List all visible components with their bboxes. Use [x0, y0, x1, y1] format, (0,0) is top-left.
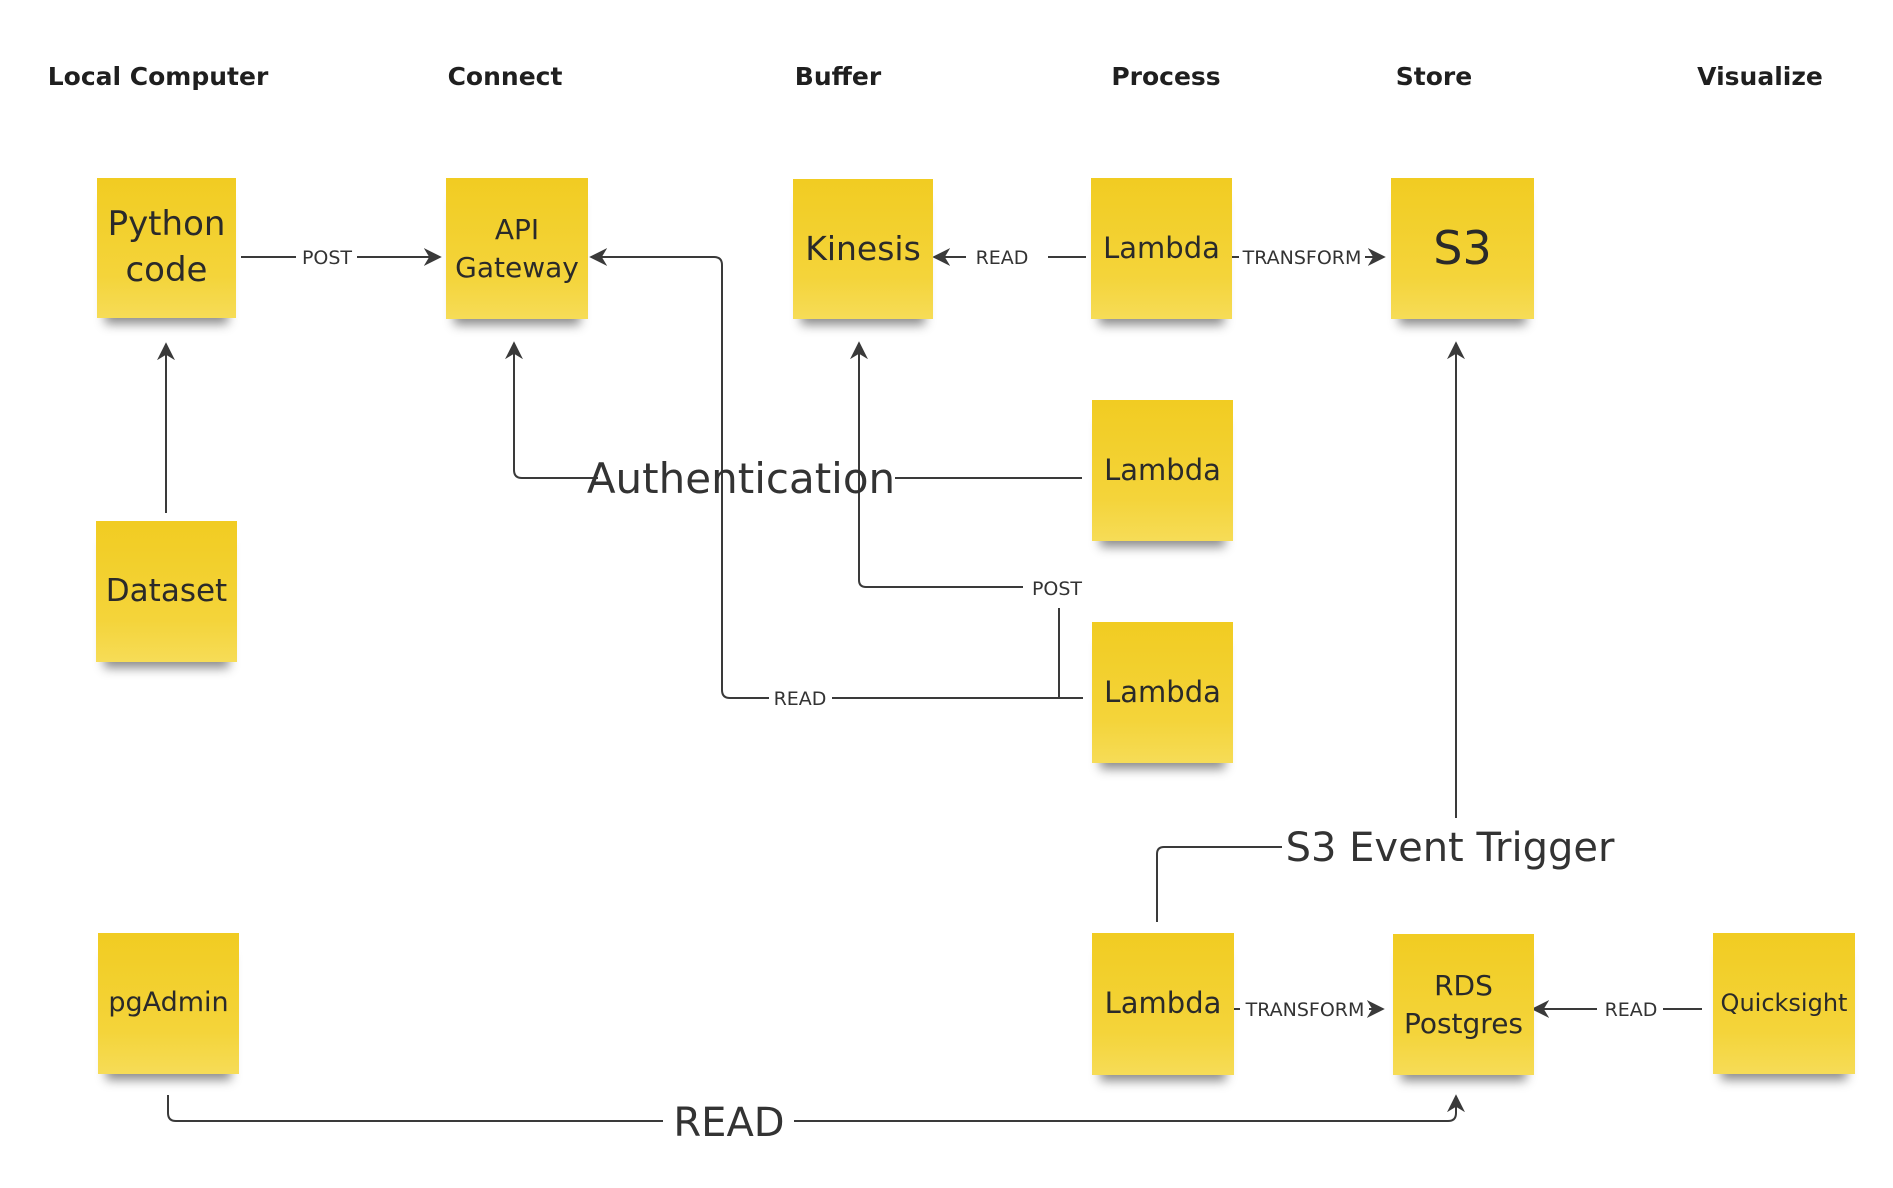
sticky-lambda-top-label: Lambda: [1103, 230, 1220, 265]
label-transform-lambda-rds: TRANSFORM: [1245, 999, 1365, 1021]
edge-post-lambda-kinesis: [1058, 608, 1083, 699]
sticky-lambda-top[interactable]: Lambda: [1091, 178, 1232, 319]
sticky-lambda-bottom-label: Lambda: [1104, 986, 1222, 1021]
label-authentication: Authentication: [587, 454, 895, 503]
header-connect: Connect: [447, 62, 563, 91]
label-read-lambda-kinesis: READ: [976, 247, 1029, 269]
label-s3-event-trigger: S3 Event Trigger: [1286, 825, 1615, 871]
sticky-kinesis-label: Kinesis: [805, 228, 921, 268]
sticky-s3[interactable]: S3: [1391, 178, 1534, 319]
sticky-kinesis[interactable]: Kinesis: [793, 179, 933, 319]
sticky-pgadmin-label: pgAdmin: [108, 987, 229, 1019]
sticky-lambda-auth-label: Lambda: [1104, 452, 1221, 487]
sticky-api-gateway[interactable]: API Gateway: [446, 178, 588, 319]
sticky-lambda-read-label: Lambda: [1104, 674, 1221, 709]
header-buffer: Buffer: [794, 62, 882, 91]
header-process: Process: [1111, 62, 1221, 91]
edge-s3-event-trigger: [1156, 846, 1282, 922]
sticky-rds-postgres[interactable]: RDS Postgres: [1393, 934, 1534, 1075]
sticky-python-code[interactable]: Python code: [97, 178, 236, 318]
header-visualize: Visualize: [1697, 62, 1823, 91]
sticky-dataset[interactable]: Dataset: [96, 521, 237, 662]
sticky-lambda-auth[interactable]: Lambda: [1092, 400, 1233, 541]
sticky-python-code-label: Python code: [107, 204, 226, 290]
label-read-quicksight-rds: READ: [1605, 999, 1658, 1021]
sticky-dataset-label: Dataset: [105, 572, 228, 609]
label-post-lambda-kinesis: POST: [1032, 578, 1082, 600]
sticky-api-gateway-label: API Gateway: [455, 212, 579, 284]
sticky-rds-postgres-label: RDS Postgres: [1403, 968, 1524, 1040]
sticky-quicksight[interactable]: Quicksight: [1713, 933, 1855, 1074]
header-store: Store: [1395, 62, 1473, 91]
sticky-s3-label: S3: [1433, 221, 1492, 276]
label-post-python-api: POST: [302, 247, 352, 269]
label-read-lambda-api: READ: [774, 688, 827, 710]
sticky-lambda-read[interactable]: Lambda: [1092, 622, 1233, 763]
label-transform-lambda-s3: TRANSFORM: [1242, 247, 1362, 269]
sticky-lambda-bottom[interactable]: Lambda: [1092, 933, 1234, 1075]
edge-read-pgadmin-rds: [167, 1095, 663, 1122]
header-local-computer: Local Computer: [47, 62, 269, 91]
sticky-quicksight-label: Quicksight: [1720, 989, 1848, 1018]
sticky-pgadmin[interactable]: pgAdmin: [98, 933, 239, 1074]
label-read-pgadmin-rds: READ: [673, 1100, 784, 1146]
